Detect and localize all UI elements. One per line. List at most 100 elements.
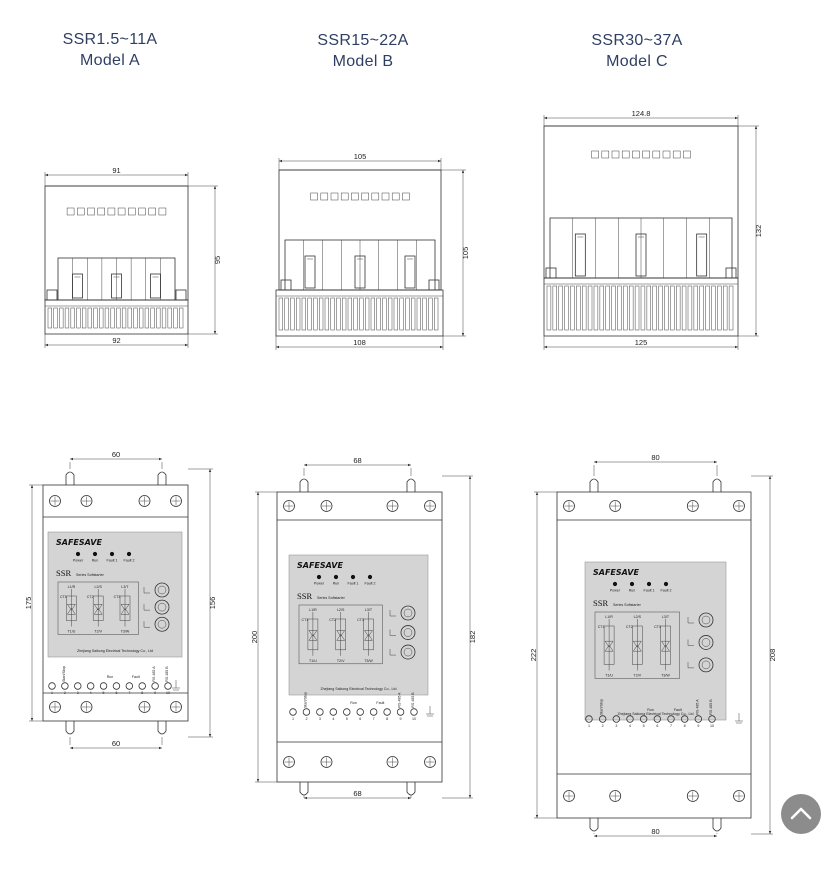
terminal-label-rs485b: RS 485 B <box>165 666 169 682</box>
terminal-label-rs485a: RS 485 A <box>152 666 156 682</box>
model-c-title: SSR30~37A <box>591 32 683 49</box>
thyristor-icon <box>66 604 76 611</box>
ct-label: CT2 <box>329 618 336 622</box>
terminal-number: 10 <box>710 724 714 728</box>
ct-label: CT3 <box>114 595 121 599</box>
status-led-icon <box>316 574 322 580</box>
terminal-number: 8 <box>386 717 388 721</box>
mounting-slot-icon <box>406 478 416 492</box>
terminal-screw-icon <box>151 682 159 690</box>
terminal-number: 4 <box>629 724 631 728</box>
status-led-icon <box>367 574 373 580</box>
model-a-back-height: 175 <box>24 597 33 610</box>
terminal-number: 2 <box>305 717 307 721</box>
terminal-number: 2 <box>64 691 66 695</box>
terminal-screw-icon <box>302 708 311 716</box>
led-label: Power <box>314 582 325 586</box>
terminal-number: 5 <box>346 717 348 721</box>
model-b-title: SSR15~22A <box>317 32 409 49</box>
thyristor-icon <box>66 607 76 615</box>
terminal-number: 7 <box>128 691 130 695</box>
output-terminal-label: T1/U <box>309 659 317 663</box>
terminal-label-rs485a: RS 485 A <box>398 692 402 708</box>
led-label: Run <box>92 559 99 563</box>
ground-icon <box>172 680 180 691</box>
adjust-dial-icon <box>154 582 170 598</box>
softstarter-panel <box>288 554 429 696</box>
input-terminal-label: L3/T <box>662 615 670 619</box>
model-b-back-height: 200 <box>250 631 259 644</box>
terminal-screw-icon <box>99 682 108 690</box>
chevron-up-icon <box>790 807 812 820</box>
terminal-label-rs485b: RS 485 B <box>411 692 415 708</box>
adjust-dial-icon <box>400 644 416 660</box>
led-label: Power <box>610 589 621 593</box>
terminal-screw-icon <box>125 682 134 690</box>
terminal-label-rs485a: RS 485 A <box>695 699 699 715</box>
led-label: Fault 2 <box>661 589 672 593</box>
status-led-icon <box>109 551 115 557</box>
status-led-icon <box>75 551 81 557</box>
adjust-dial-icon <box>400 605 416 621</box>
terminal-number: 5 <box>643 724 645 728</box>
terminal-screw-icon <box>61 682 69 690</box>
panel-company: Zhejiang Saikong Electrical Technology C… <box>617 712 693 716</box>
terminal-number: 9 <box>400 717 402 721</box>
terminal-screw-icon <box>612 715 621 723</box>
terminal-screw-icon <box>410 708 418 716</box>
mounting-slot-icon <box>157 721 167 735</box>
terminal-number: 6 <box>115 691 117 695</box>
ct-label: CT1 <box>598 625 605 629</box>
status-led-icon <box>646 581 652 587</box>
model-b-subtitle: Model B <box>332 53 394 70</box>
thyristor-icon <box>93 604 103 611</box>
model-a-subtitle: Model A <box>80 52 140 69</box>
terminal-number: 7 <box>670 724 672 728</box>
terminal-screw-icon <box>86 682 95 690</box>
adjust-dial-icon <box>698 657 714 673</box>
model-a-front-bottom-width: 92 <box>112 336 120 345</box>
terminal-screw-icon <box>626 715 634 723</box>
mounting-slot-icon <box>299 782 309 796</box>
model-a-back-hole-top: 60 <box>112 450 120 459</box>
terminal-screw-icon <box>667 715 675 723</box>
terminal-screw-icon <box>138 682 146 690</box>
panel-company: Zhejiang Saikong Electrical Technology C… <box>77 649 153 653</box>
led-label: Fault 1 <box>644 589 655 593</box>
thyristor-icon <box>661 644 670 652</box>
terminal-screw-icon <box>639 715 648 723</box>
input-terminal-label: L1/R <box>605 615 613 619</box>
thyristor-icon <box>364 633 373 641</box>
model-b-front-top-width: 105 <box>354 152 367 161</box>
thyristor-icon <box>308 633 318 641</box>
terminal-number: 3 <box>615 724 617 728</box>
thyristor-icon <box>604 644 614 652</box>
terminal-label-start-stop: Start/Stop <box>600 699 604 715</box>
terminal-screw-icon <box>48 682 56 690</box>
thyristor-icon <box>120 607 130 615</box>
input-terminal-label: L1/R <box>68 585 76 589</box>
output-terminal-label: T2/V <box>337 659 345 663</box>
model-b-back-inner-height: 182 <box>468 631 477 644</box>
status-led-icon <box>92 551 98 557</box>
terminal-screw-icon <box>356 708 364 716</box>
model-c-front-top-width: 124.8 <box>632 109 651 118</box>
model-b-front-height: 105 <box>461 247 470 260</box>
terminal-number: 3 <box>77 691 79 695</box>
terminal-screw-icon <box>383 708 391 716</box>
led-label: Power <box>73 559 84 563</box>
terminal-number: 4 <box>332 717 334 721</box>
mounting-slot-icon <box>65 721 75 735</box>
terminal-screw-icon <box>343 708 351 716</box>
thyristor-icon <box>336 630 346 637</box>
terminal-label-fault: Fault <box>674 708 682 712</box>
terminal-screw-icon <box>694 715 703 723</box>
back-to-top-button[interactable] <box>781 794 821 834</box>
terminal-number: 7 <box>373 717 375 721</box>
panel-series: SSR <box>297 591 312 601</box>
model-b-heading: SSR15~22A Model B <box>283 30 443 72</box>
